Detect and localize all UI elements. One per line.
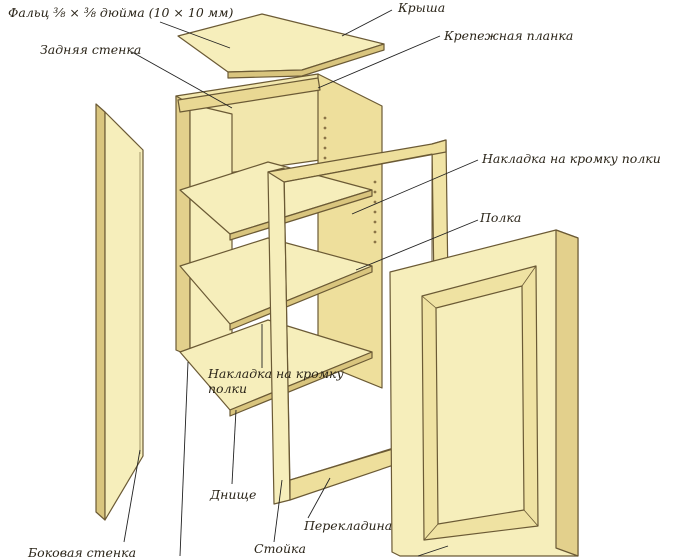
back-panel-part (175, 73, 383, 389)
roof-part (177, 13, 385, 79)
label-roof: Крыша (398, 0, 446, 15)
label-rabbet: Фальц ³⁄₈ × ³⁄₈ дюйма (10 × 10 мм) (8, 5, 234, 20)
door-part (389, 229, 579, 557)
label-crossbar: Перекладина (304, 518, 393, 533)
label-shelf-edge-bottom-line1: Накладка на кромку (208, 366, 344, 381)
label-bottom: Днище (210, 487, 257, 502)
label-stile: Стойка (254, 541, 306, 556)
label-shelf-edge-bottom: Накладка на кромку полки (208, 366, 344, 396)
shelf-pin-holes (323, 116, 377, 244)
label-shelf: Полка (480, 210, 522, 225)
label-shelf-edge-bottom-line2: полки (208, 381, 248, 396)
side-panel-part (95, 103, 144, 521)
leader-lines (123, 9, 479, 557)
label-shelf-edge-top: Накладка на кромку полки (482, 151, 661, 166)
label-mounting-rail: Крепежная планка (444, 28, 574, 43)
label-back-panel: Задняя стенка (40, 42, 142, 57)
label-side-panel: Боковая стенка (28, 545, 137, 560)
